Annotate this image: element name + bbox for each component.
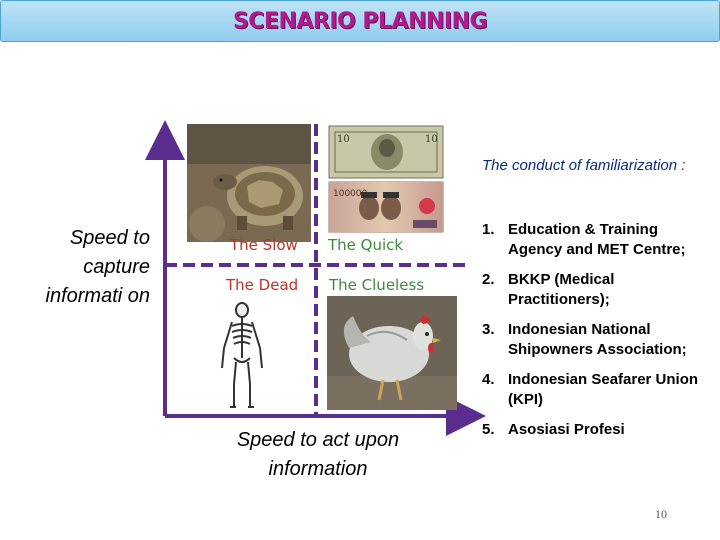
list-item-text: Indonesian Seafarer Union (KPI) [508, 371, 699, 408]
idr-note-value: 100000 [333, 189, 368, 199]
list-item: 4. Indonesian Seafarer Union (KPI) [482, 370, 708, 410]
list-item-number: 3. [482, 321, 495, 338]
quadrant-label-slow: The Slow [230, 236, 298, 254]
list-item: 1. Education & Training Agency and MET Ce… [482, 220, 708, 260]
quadrant-label-quick: The Quick [328, 236, 404, 254]
banknotes-photo: 10 10 100000 [327, 124, 445, 234]
us-note-value-right: 10 [425, 134, 438, 145]
list-item-number: 4. [482, 371, 495, 388]
participant-list: 1. Education & Training Agency and MET Ce… [482, 220, 708, 450]
list-item: 5. Asosiasi Profesi [482, 420, 708, 440]
page-number: 10 [655, 507, 667, 521]
chicken-image [327, 296, 457, 410]
list-item-number: 5. [482, 421, 495, 438]
x-axis-label: Speed to act upon information [236, 429, 400, 480]
list-item-text: Asosiasi Profesi [508, 421, 625, 438]
list-item-number: 2. [482, 271, 495, 288]
y-axis-label: Speed to capture informati on [45, 227, 151, 307]
us-note-value-left: 10 [337, 134, 350, 145]
list-item: 2. BKKP (Medical Practitioners); [482, 270, 708, 310]
quadrant-label-clueless: The Clueless [329, 276, 425, 294]
skeleton-image-box [216, 300, 268, 412]
chicken-photo [327, 296, 457, 410]
slide-title: SCENARIO PLANNING [232, 8, 488, 34]
list-item-text: Indonesian National Shipowners Associati… [508, 321, 687, 358]
conduct-title: The conduct of familiarization : [482, 157, 686, 174]
list-item-text: BKKP (Medical Practitioners); [508, 271, 615, 308]
tortoise-photo [187, 124, 311, 242]
quadrant-label-dead: The Dead [226, 276, 299, 294]
list-item-number: 1. [482, 221, 495, 238]
list-item: 3. Indonesian National Shipowners Associa… [482, 320, 708, 360]
skeleton-image [221, 302, 263, 408]
list-item-text: Education & Training Agency and MET Cent… [508, 221, 686, 258]
banknotes-image: 10 10 100000 [327, 124, 445, 234]
tortoise-image [187, 124, 311, 242]
title-bar: SCENARIO PLANNING [0, 0, 720, 42]
